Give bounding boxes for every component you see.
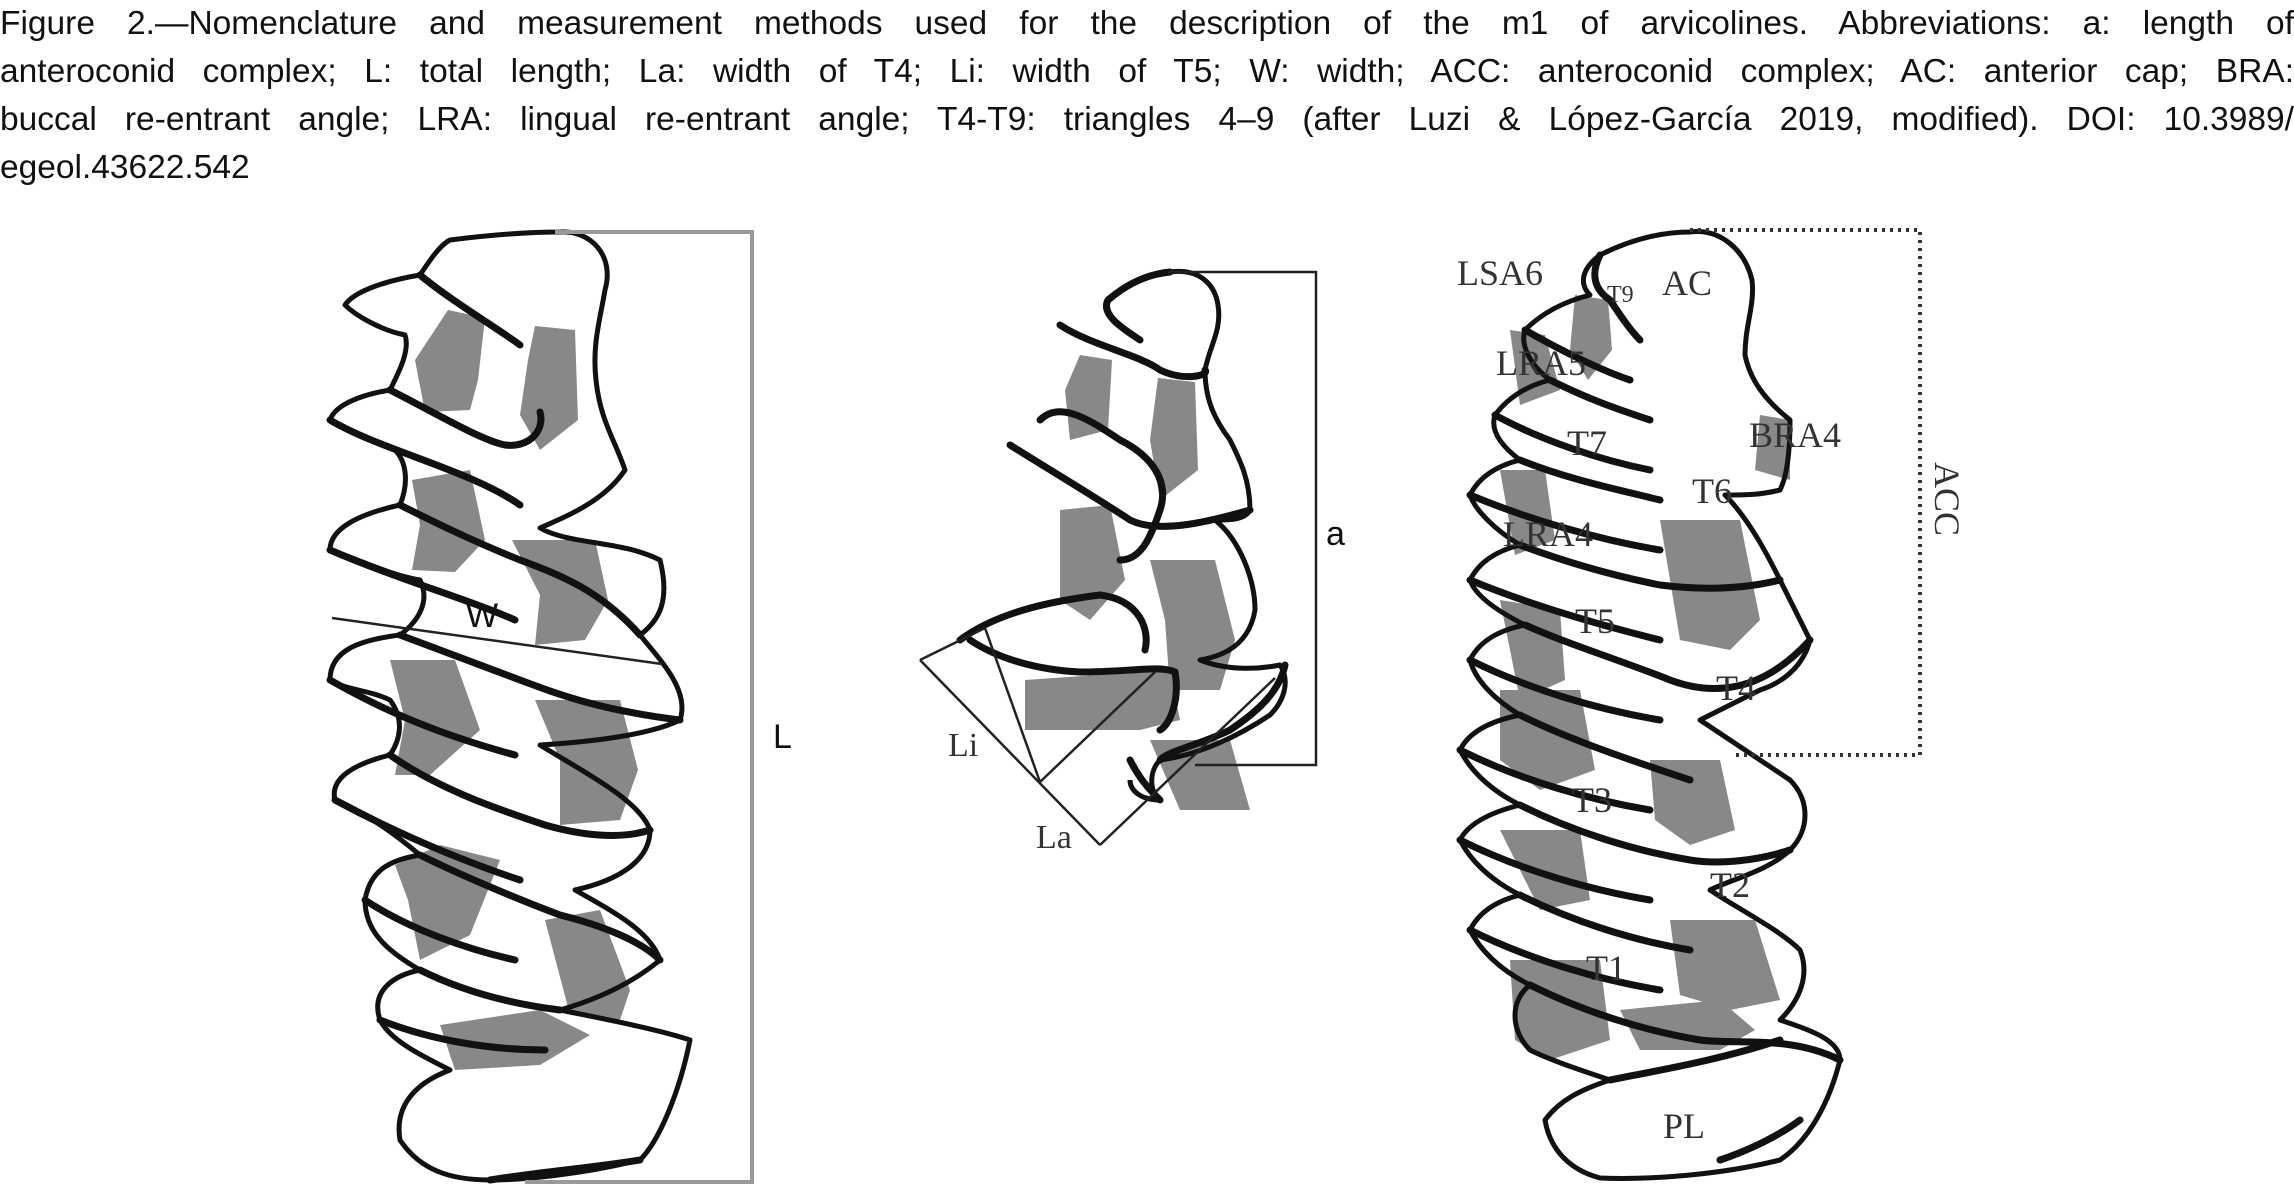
- label-bra4: BRA4: [1749, 415, 1841, 455]
- left-length-bracket: [525, 230, 754, 1184]
- caption-line-2: anteroconid complex; L: total length; La…: [0, 53, 2294, 90]
- label-t3: T3: [1572, 780, 1612, 820]
- a-label: a: [1326, 515, 1345, 553]
- label-lsa6: LSA6: [1457, 253, 1543, 293]
- label-t6: T6: [1692, 471, 1732, 511]
- middle-a-bracket: [1168, 270, 1318, 767]
- li-label: Li: [948, 727, 978, 764]
- label-lra4: LRA4: [1503, 514, 1593, 554]
- left-dentine-fields: [390, 310, 638, 1070]
- length-label: L: [773, 718, 792, 756]
- acc-dotted-bracket: [1690, 228, 1922, 757]
- width-measure-line: [331, 616, 663, 666]
- caption-line-1: Figure 2.—Nomenclature and measurement m…: [0, 5, 2294, 42]
- label-pl: PL: [1663, 1106, 1705, 1146]
- la-label: La: [1036, 819, 1072, 856]
- right-dentine-fields: [1500, 295, 1790, 1060]
- label-t4: T4: [1716, 668, 1756, 708]
- caption-line-3: buccal re-entrant angle; LRA: lingual re…: [0, 101, 2294, 138]
- right-enamel-folds: [1456, 251, 1844, 1164]
- label-t9: T9: [1607, 282, 1634, 308]
- li-la-measure-lines: [919, 626, 1276, 846]
- label-t2: T2: [1710, 865, 1750, 905]
- label-t1: T1: [1586, 948, 1626, 988]
- width-label: W: [466, 597, 498, 635]
- figure-caption: Figure 2.—Nomenclature and measurement m…: [0, 0, 2294, 192]
- left-enamel-folds: [326, 271, 684, 1184]
- caption-line-4: egeol.43622.542: [0, 149, 250, 186]
- label-t7: T7: [1567, 423, 1607, 463]
- middle-molar-panel: a Li La: [919, 268, 1345, 856]
- right-molar-panel: LSA6 T9 AC LRA5 T7 BRA4 T6 LRA4 T5 T4 T3…: [1456, 228, 1967, 1181]
- middle-enamel-folds: [956, 268, 1289, 804]
- label-ac: AC: [1662, 263, 1712, 303]
- label-lra5: LRA5: [1496, 343, 1586, 383]
- label-t5: T5: [1575, 601, 1615, 641]
- left-molar-panel: L W: [326, 229, 792, 1184]
- label-acc: ACC: [1927, 462, 1967, 536]
